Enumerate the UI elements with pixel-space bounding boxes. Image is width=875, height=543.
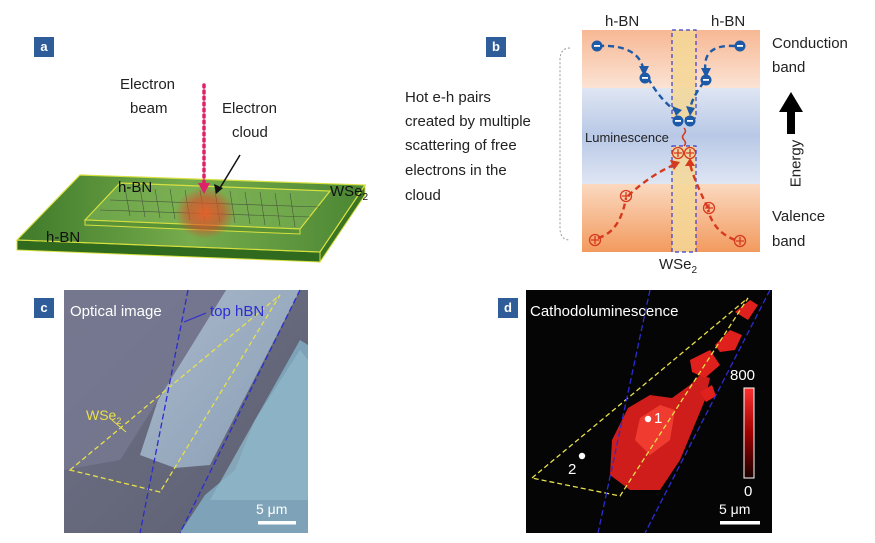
conduction-band-label-2: band	[772, 59, 806, 76]
dark-substrate	[64, 290, 226, 470]
lower-flake-bright	[210, 350, 308, 500]
point-2-marker	[578, 452, 586, 460]
wse2-label-b: WSe2	[659, 256, 698, 276]
energy-arrow	[779, 92, 803, 134]
hole-arrowheads	[670, 158, 695, 170]
top-hbn-edge-right	[179, 289, 301, 534]
cl-title: Cathodoluminescence	[530, 303, 679, 320]
electrons	[591, 40, 746, 127]
scalebar-label-d: 5 μm	[719, 501, 751, 517]
valence-band-label-1: Valence	[772, 208, 826, 225]
top-hbn-flake	[140, 290, 300, 468]
beam-arrowhead	[198, 183, 210, 194]
cloud-pointer	[219, 154, 241, 189]
top-hbn-edge-left	[139, 289, 189, 534]
scalebar-c	[258, 521, 296, 525]
hbn-left-label: h-BN	[605, 13, 640, 30]
hot-pairs-line-4: electrons in the	[405, 162, 507, 179]
luminescence-wave	[681, 127, 687, 147]
hot-pairs-line-5: cloud	[405, 187, 441, 204]
band-gap-region	[582, 88, 760, 184]
electron-beam-label-2: beam	[130, 100, 168, 117]
cloud-pointer-head	[214, 184, 223, 194]
hot-pairs-brace	[559, 47, 571, 241]
top-hbn-pointer	[183, 312, 207, 323]
electron-arrowheads	[639, 66, 711, 116]
holes	[588, 146, 747, 248]
hot-pairs-line-3: scattering of free	[405, 137, 517, 154]
top-hbn-label-c: top hBN	[210, 303, 265, 320]
hot-pairs-line-1: Hot e-h pairs	[405, 89, 491, 106]
top-hbn-label: h-BN	[118, 179, 153, 196]
panel-label-d: d	[498, 298, 518, 318]
electron-cloud-label-2: cloud	[232, 124, 268, 141]
panel-label-b: b	[486, 37, 506, 57]
colorbar-min-label: 0	[744, 483, 753, 500]
conduction-band-label-1: Conduction	[772, 35, 848, 52]
wse2-label-a: WSe2	[330, 183, 369, 203]
electron-beam-label-1: Electron	[120, 76, 176, 93]
colorbar	[743, 387, 755, 479]
conduction-band-region	[582, 30, 760, 88]
wse2-outline	[68, 294, 281, 493]
hbn-edge-right-d	[644, 289, 771, 534]
optical-image-title: Optical image	[70, 303, 162, 320]
electron-cloud	[175, 187, 235, 239]
colorbar-max-label: 800	[730, 367, 756, 384]
point-2-label: 2	[568, 461, 577, 478]
hot-pairs-line-2: created by multiple	[405, 113, 531, 130]
panel-label-c: c	[34, 298, 54, 318]
wse2-label-c: WSe2	[86, 407, 122, 426]
panel-label-a: a	[34, 37, 54, 57]
electron-cloud-label-1: Electron	[222, 100, 278, 117]
point-1-marker	[644, 415, 652, 423]
wse2-pointer	[111, 419, 127, 433]
valence-band-label-2: band	[772, 233, 806, 250]
wse2-outline-d	[530, 297, 749, 497]
scalebar-label-c: 5 μm	[256, 501, 288, 517]
point-1-label: 1	[654, 410, 663, 427]
valence-band-region	[582, 184, 760, 252]
luminescence-label: Luminescence	[585, 130, 669, 145]
scalebar-d	[720, 521, 760, 525]
cl-emission-bright	[635, 405, 675, 455]
hbn-right-label: h-BN	[711, 13, 746, 30]
bottom-hbn-label: h-BN	[46, 229, 81, 246]
hbn-edge-left-d	[597, 289, 651, 534]
